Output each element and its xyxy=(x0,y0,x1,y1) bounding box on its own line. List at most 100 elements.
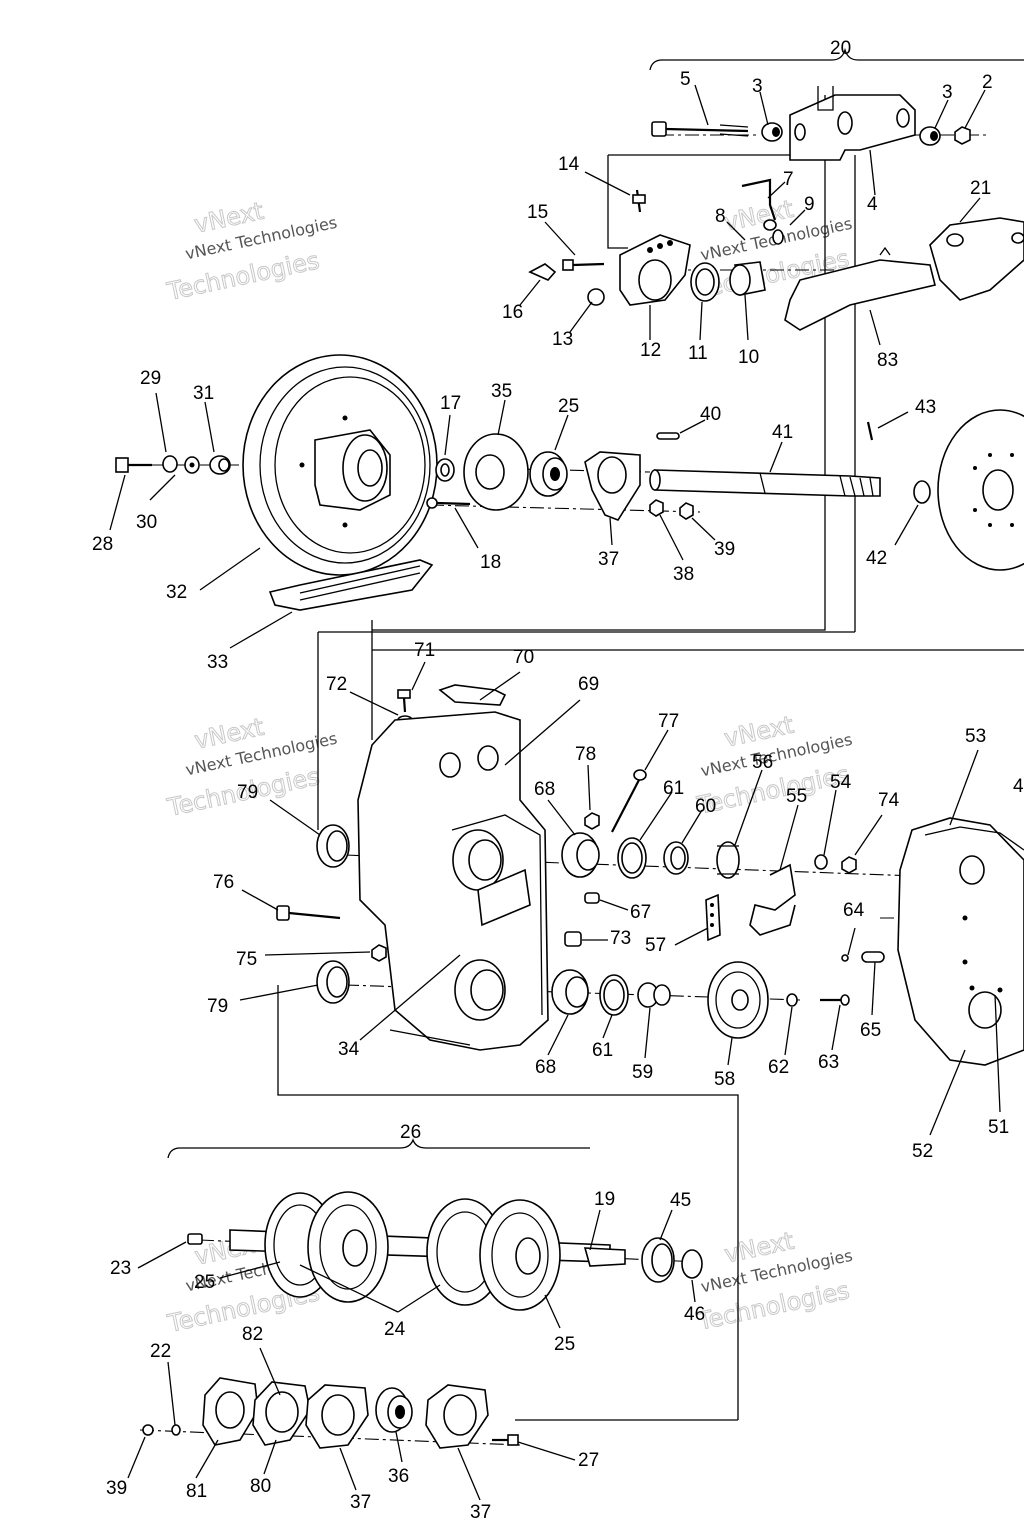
label-62: 62 xyxy=(768,1057,789,1078)
fitting-23 xyxy=(187,1233,203,1245)
fitting-67 xyxy=(584,892,600,904)
label-23: 23 xyxy=(110,1258,131,1279)
pin-65 xyxy=(861,951,885,963)
label-11: 11 xyxy=(688,343,708,364)
group-26-label: 26 xyxy=(400,1122,421,1143)
watermark-top-left: vNext vNext Technologies Technologies xyxy=(164,196,339,306)
label-46: 46 xyxy=(684,1304,705,1325)
label-72: 72 xyxy=(326,674,347,695)
label-7: 7 xyxy=(783,169,794,190)
label-5: 5 xyxy=(680,69,691,90)
bolt-18 xyxy=(426,497,471,509)
label-17: 17 xyxy=(440,393,461,414)
label-59: 59 xyxy=(632,1062,653,1083)
label-35: 35 xyxy=(491,381,512,402)
label-25b: 25 xyxy=(194,1272,215,1293)
label-4b: 4 xyxy=(1013,776,1024,797)
label-77: 77 xyxy=(658,711,679,732)
bearing-68-bottom xyxy=(551,969,589,1015)
pin-43 xyxy=(866,421,874,441)
label-43: 43 xyxy=(915,397,936,418)
label-78: 78 xyxy=(575,744,596,765)
arm-83 xyxy=(784,246,936,331)
label-74: 74 xyxy=(878,790,900,811)
sprocket-58 xyxy=(707,961,769,1039)
label-37b: 37 xyxy=(350,1492,371,1513)
sprocket-56 xyxy=(716,841,740,879)
group-20-bracket xyxy=(649,47,1024,71)
part-labels: 2 3 3 5 4 7 8 9 14 15 16 13 12 11 10 21 … xyxy=(92,69,1024,1523)
label-79b: 79 xyxy=(207,996,228,1017)
flange-37-bottom-b xyxy=(425,1384,489,1449)
nut-75 xyxy=(371,944,387,962)
label-30: 30 xyxy=(136,512,157,533)
label-65: 65 xyxy=(860,1020,881,1041)
label-24: 24 xyxy=(384,1319,406,1340)
nut-2 xyxy=(954,126,971,145)
tensioner-55 xyxy=(749,863,796,936)
bolt-27 xyxy=(492,1434,519,1446)
pin-64 xyxy=(841,954,849,962)
stud-14 xyxy=(632,189,646,213)
clip-16 xyxy=(528,263,557,281)
bracket-21 xyxy=(929,217,1024,301)
label-73: 73 xyxy=(610,928,631,949)
label-61b: 61 xyxy=(592,1040,613,1061)
pin-73 xyxy=(564,931,582,947)
label-37c: 37 xyxy=(470,1502,491,1523)
washer-54 xyxy=(814,854,828,870)
label-37a: 37 xyxy=(598,549,619,570)
label-19: 19 xyxy=(594,1189,615,1210)
bearing-25-top xyxy=(529,451,568,497)
label-55: 55 xyxy=(786,786,807,807)
label-76: 76 xyxy=(213,872,234,893)
nut-74 xyxy=(841,856,857,874)
label-38: 38 xyxy=(673,564,694,585)
bearing-68-top xyxy=(561,832,600,878)
label-52: 52 xyxy=(912,1141,933,1162)
sheave-disc xyxy=(937,409,1024,571)
label-67: 67 xyxy=(630,902,651,923)
label-69: 69 xyxy=(578,674,599,695)
nut-39-bottom xyxy=(142,1424,154,1436)
label-15: 15 xyxy=(527,202,548,223)
group-20-label: 20 xyxy=(830,38,851,59)
label-28: 28 xyxy=(92,534,113,555)
seal-79-bottom xyxy=(316,960,350,1004)
label-34: 34 xyxy=(338,1039,360,1060)
ring-46 xyxy=(681,1249,703,1279)
label-75: 75 xyxy=(236,949,257,970)
sprocket-24-right-b xyxy=(479,1199,561,1311)
bolt-76 xyxy=(276,905,341,921)
washer-62 xyxy=(786,993,798,1007)
label-68b: 68 xyxy=(535,1057,556,1078)
cover-plate-70 xyxy=(438,684,507,706)
chain-57 xyxy=(705,893,721,942)
leader-lines xyxy=(109,84,1001,1501)
label-56: 56 xyxy=(752,752,773,773)
bushing-3a xyxy=(761,122,783,142)
label-51: 51 xyxy=(988,1117,1009,1138)
washer-30 xyxy=(184,456,200,474)
flange-37-top xyxy=(584,451,641,521)
label-12: 12 xyxy=(640,340,661,361)
label-64: 64 xyxy=(843,900,865,921)
washer-22 xyxy=(171,1424,181,1436)
label-68a: 68 xyxy=(534,779,555,800)
label-4: 4 xyxy=(867,194,878,215)
label-63: 63 xyxy=(818,1052,839,1073)
label-33: 33 xyxy=(207,652,228,673)
label-53: 53 xyxy=(965,726,986,747)
label-9: 9 xyxy=(804,194,815,215)
label-14: 14 xyxy=(558,154,580,175)
bushing-3b xyxy=(919,126,941,146)
belt-segment-33 xyxy=(268,559,434,611)
label-42: 42 xyxy=(866,548,887,569)
bolt-77 xyxy=(611,769,647,833)
flange-81 xyxy=(202,1377,259,1446)
group-26-bracket xyxy=(167,1138,590,1159)
seal-79-top xyxy=(316,824,350,868)
flange-37-bottom-a xyxy=(305,1384,369,1449)
label-27: 27 xyxy=(578,1450,599,1471)
